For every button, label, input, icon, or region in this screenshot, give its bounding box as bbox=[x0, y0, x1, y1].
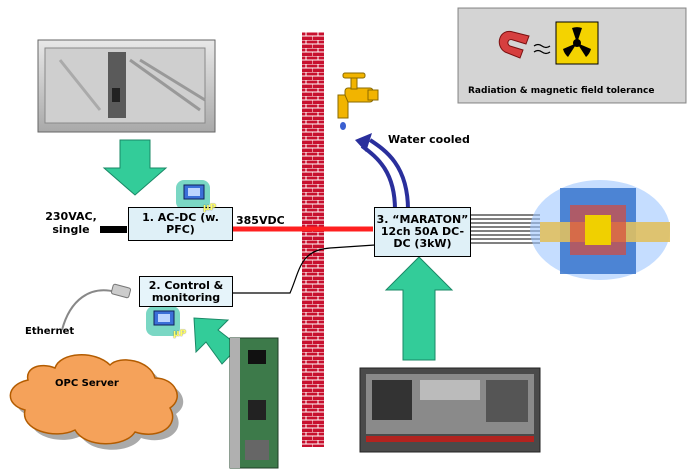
control-monitoring-box: 2. Control & monitoring bbox=[139, 276, 233, 307]
ethernet-label: Ethernet bbox=[25, 326, 75, 337]
opc-server-label: OPC Server bbox=[55, 378, 119, 389]
bus-voltage-label: 385VDC bbox=[236, 214, 285, 227]
ethernet-cable bbox=[61, 283, 132, 331]
brick-wall bbox=[302, 32, 324, 447]
water-tap-icon bbox=[337, 72, 379, 130]
microprocessor-icon bbox=[176, 180, 210, 210]
magnet-icon bbox=[498, 30, 551, 59]
arrow-psu-to-maraton bbox=[384, 256, 454, 361]
input-voltage-label: 230VAC, single bbox=[45, 210, 97, 236]
opc-server-cloud bbox=[9, 354, 184, 450]
detector-image bbox=[530, 180, 670, 280]
control-board-photo bbox=[229, 337, 279, 469]
microprocessor-label: µP bbox=[203, 203, 217, 213]
psu-photo bbox=[359, 367, 541, 453]
water-arrow-head bbox=[355, 133, 372, 152]
microprocessor-icon bbox=[146, 306, 180, 336]
water-cooled-label: Water cooled bbox=[388, 133, 470, 146]
microprocessor-label: µP bbox=[173, 329, 187, 339]
control-cable bbox=[232, 244, 376, 294]
tolerance-caption: Radiation & magnetic field tolerance bbox=[468, 86, 655, 96]
maraton-converter-box: 3. “MARATON” 12ch 50A DC-DC (3kW) bbox=[374, 207, 471, 257]
water-flow-arrows bbox=[360, 138, 410, 211]
radiation-icon bbox=[555, 21, 599, 65]
output-wires bbox=[469, 214, 540, 244]
crate-photo bbox=[37, 39, 216, 133]
input-cable bbox=[100, 226, 127, 233]
acdc-converter-box: 1. AC-DC (w. PFC) bbox=[128, 207, 233, 241]
arrow-crate-to-acdc bbox=[102, 139, 168, 196]
